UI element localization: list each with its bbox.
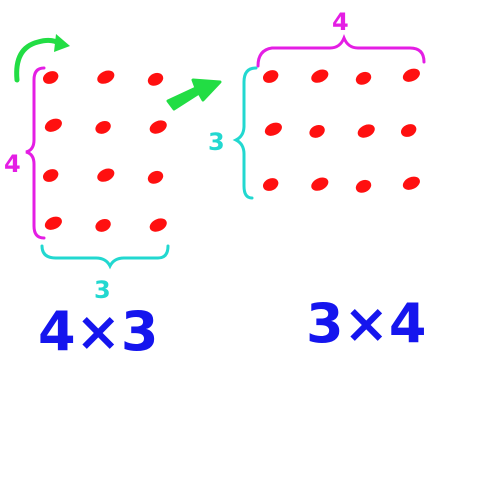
- right-dot-r1-c2: [311, 69, 329, 83]
- right-dot-array: [262, 68, 420, 193]
- left-rows-label: 4: [4, 150, 21, 178]
- right-dot-r2-c3: [357, 124, 375, 138]
- right-cols-label: 4: [332, 8, 349, 36]
- left-dot-r3-c1: [42, 169, 59, 182]
- left-dot-r4-c3: [149, 218, 167, 232]
- left-equation: 4×3: [38, 300, 158, 363]
- left-dot-r2-c1: [44, 118, 62, 132]
- right-dot-r2-c4: [400, 124, 417, 137]
- right-dot-r3-c4: [402, 176, 420, 190]
- right-dot-r1-c4: [402, 68, 420, 82]
- block-arrow-icon: [166, 78, 222, 111]
- left-dot-r4-c1: [44, 216, 62, 230]
- right-rows-bracket: [232, 66, 258, 200]
- left-dot-r4-c2: [95, 219, 111, 232]
- left-dot-r3-c2: [97, 168, 115, 182]
- right-rows-label: 3: [208, 128, 225, 156]
- right-dot-r3-c2: [311, 177, 329, 191]
- right-dot-r2-c1: [264, 122, 282, 136]
- left-cols-label: 3: [94, 276, 111, 304]
- left-rows-bracket: [25, 66, 46, 240]
- right-dot-r1-c3: [355, 71, 372, 85]
- right-dot-r3-c3: [355, 179, 372, 193]
- right-dot-r3-c1: [262, 178, 279, 191]
- right-dot-r1-c1: [262, 70, 279, 83]
- right-equation: 3×4: [306, 292, 426, 355]
- left-cols-bracket: [40, 244, 170, 270]
- left-dot-r3-c3: [147, 170, 164, 184]
- left-dot-r2-c3: [149, 120, 167, 134]
- curved-rotate-arrow-icon: [14, 34, 70, 83]
- right-dot-r2-c2: [309, 125, 325, 138]
- left-dot-r1-c1: [42, 71, 59, 84]
- left-dot-r1-c3: [147, 72, 164, 86]
- left-dot-r1-c2: [97, 70, 115, 84]
- right-cols-bracket: [256, 33, 426, 68]
- left-dot-r2-c2: [95, 121, 111, 134]
- left-dot-array: [42, 70, 167, 232]
